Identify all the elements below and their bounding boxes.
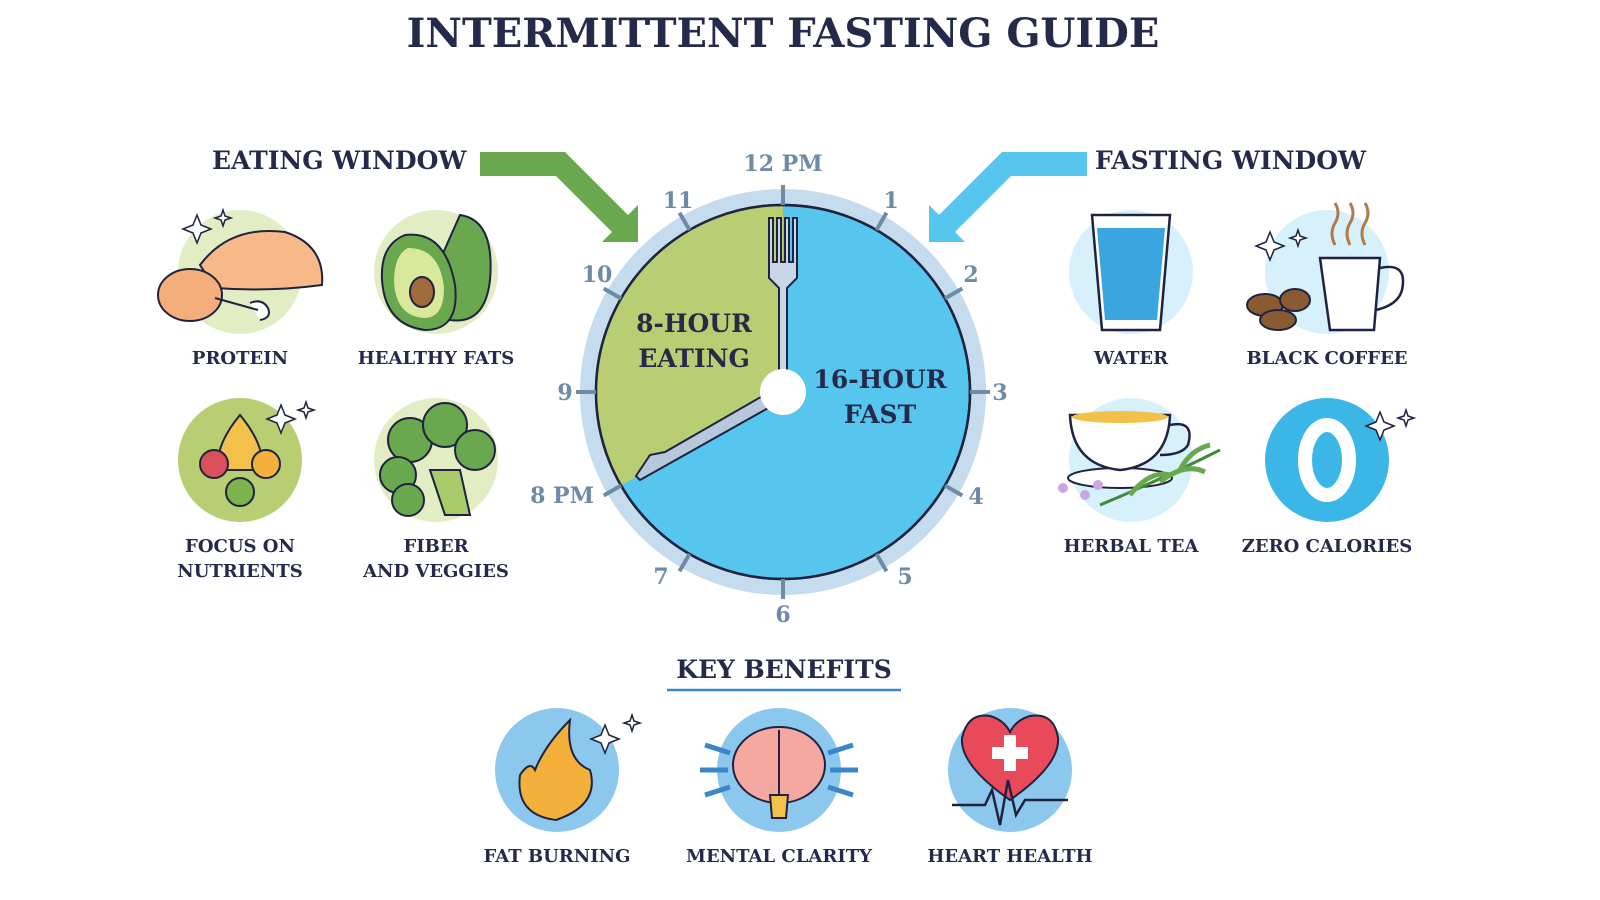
coffee-cup-icon [1246, 202, 1405, 334]
fasting-arrow-icon [929, 152, 1087, 242]
nutrient-drop-icon [178, 398, 317, 522]
black-coffee-label: BLACK COFFEE [1246, 348, 1408, 369]
clock-number-10: 10 [582, 262, 613, 288]
flame-icon [495, 708, 643, 832]
clock-number-9: 9 [557, 380, 572, 406]
zero-icon [1265, 398, 1417, 522]
heart-icon [948, 708, 1072, 832]
water-glass-icon [1069, 210, 1193, 334]
fasting-window-heading: FASTING WINDOW [1095, 146, 1367, 175]
focus-on-nutrients-label: FOCUS ON NUTRIENTS [130, 534, 350, 584]
key-benefits-heading: KEY BENEFITS [676, 655, 892, 684]
eating-window-heading: EATING WINDOW [212, 146, 467, 175]
clock-tick [677, 552, 692, 573]
label-line-2: AND VEGGIES [363, 561, 509, 582]
chicken-icon [157, 207, 324, 334]
clock-number-4: 4 [968, 484, 983, 510]
page-title: INTERMITTENT FASTING GUIDE [406, 10, 1160, 57]
clock-tick [943, 286, 964, 301]
eating-arrow-icon [480, 152, 638, 242]
clock-number-8: 8 PM [530, 483, 594, 509]
fork-hand-icon [768, 217, 798, 391]
eating-label-2: EATING [638, 344, 750, 373]
fat-burning-label: FAT BURNING [483, 846, 631, 867]
heart-health-label: HEART HEALTH [927, 846, 1093, 867]
fasting-clock: 8-HOUR EATING 16-HOUR FAST 12 PM 1 2 3 4… [530, 151, 1008, 628]
clock-number-1: 1 [883, 188, 898, 214]
clock-tick [677, 211, 692, 232]
clock-number-6: 6 [775, 602, 790, 628]
clock-number-12: 12 PM [743, 151, 822, 177]
broccoli-icon [374, 398, 498, 522]
fasting-label-1: 16-HOUR [813, 365, 946, 394]
clock-tick [874, 552, 889, 573]
clock-number-11: 11 [663, 188, 694, 214]
label-line-1: FOCUS ON [185, 536, 295, 557]
clock-number-7: 7 [653, 564, 668, 590]
healthy-fats-label: HEALTHY FATS [357, 348, 515, 369]
clock-tick [874, 211, 889, 232]
clock-number-2: 2 [963, 262, 978, 288]
zero-calories-label: ZERO CALORIES [1241, 536, 1413, 557]
eating-label-1: 8-HOUR [636, 309, 752, 338]
avocado-icon [374, 210, 498, 334]
protein-label: PROTEIN [191, 348, 289, 369]
clock-tick [602, 483, 623, 498]
tea-cup-icon [1058, 398, 1221, 522]
clock-number-5: 5 [897, 564, 912, 590]
label-line-1: FIBER [403, 536, 469, 557]
brain-icon [700, 708, 858, 832]
clock-tick [602, 286, 623, 301]
label-line-2: NUTRIENTS [177, 561, 303, 582]
clock-number-3: 3 [992, 380, 1007, 406]
herbal-tea-label: HERBAL TEA [1063, 536, 1199, 557]
fasting-label-2: FAST [844, 400, 917, 429]
fiber-and-veggies-label: FIBER AND VEGGIES [326, 534, 546, 584]
mental-clarity-label: MENTAL CLARITY [686, 846, 872, 867]
water-label: WATER [1093, 348, 1169, 369]
clock-tick [943, 483, 964, 498]
